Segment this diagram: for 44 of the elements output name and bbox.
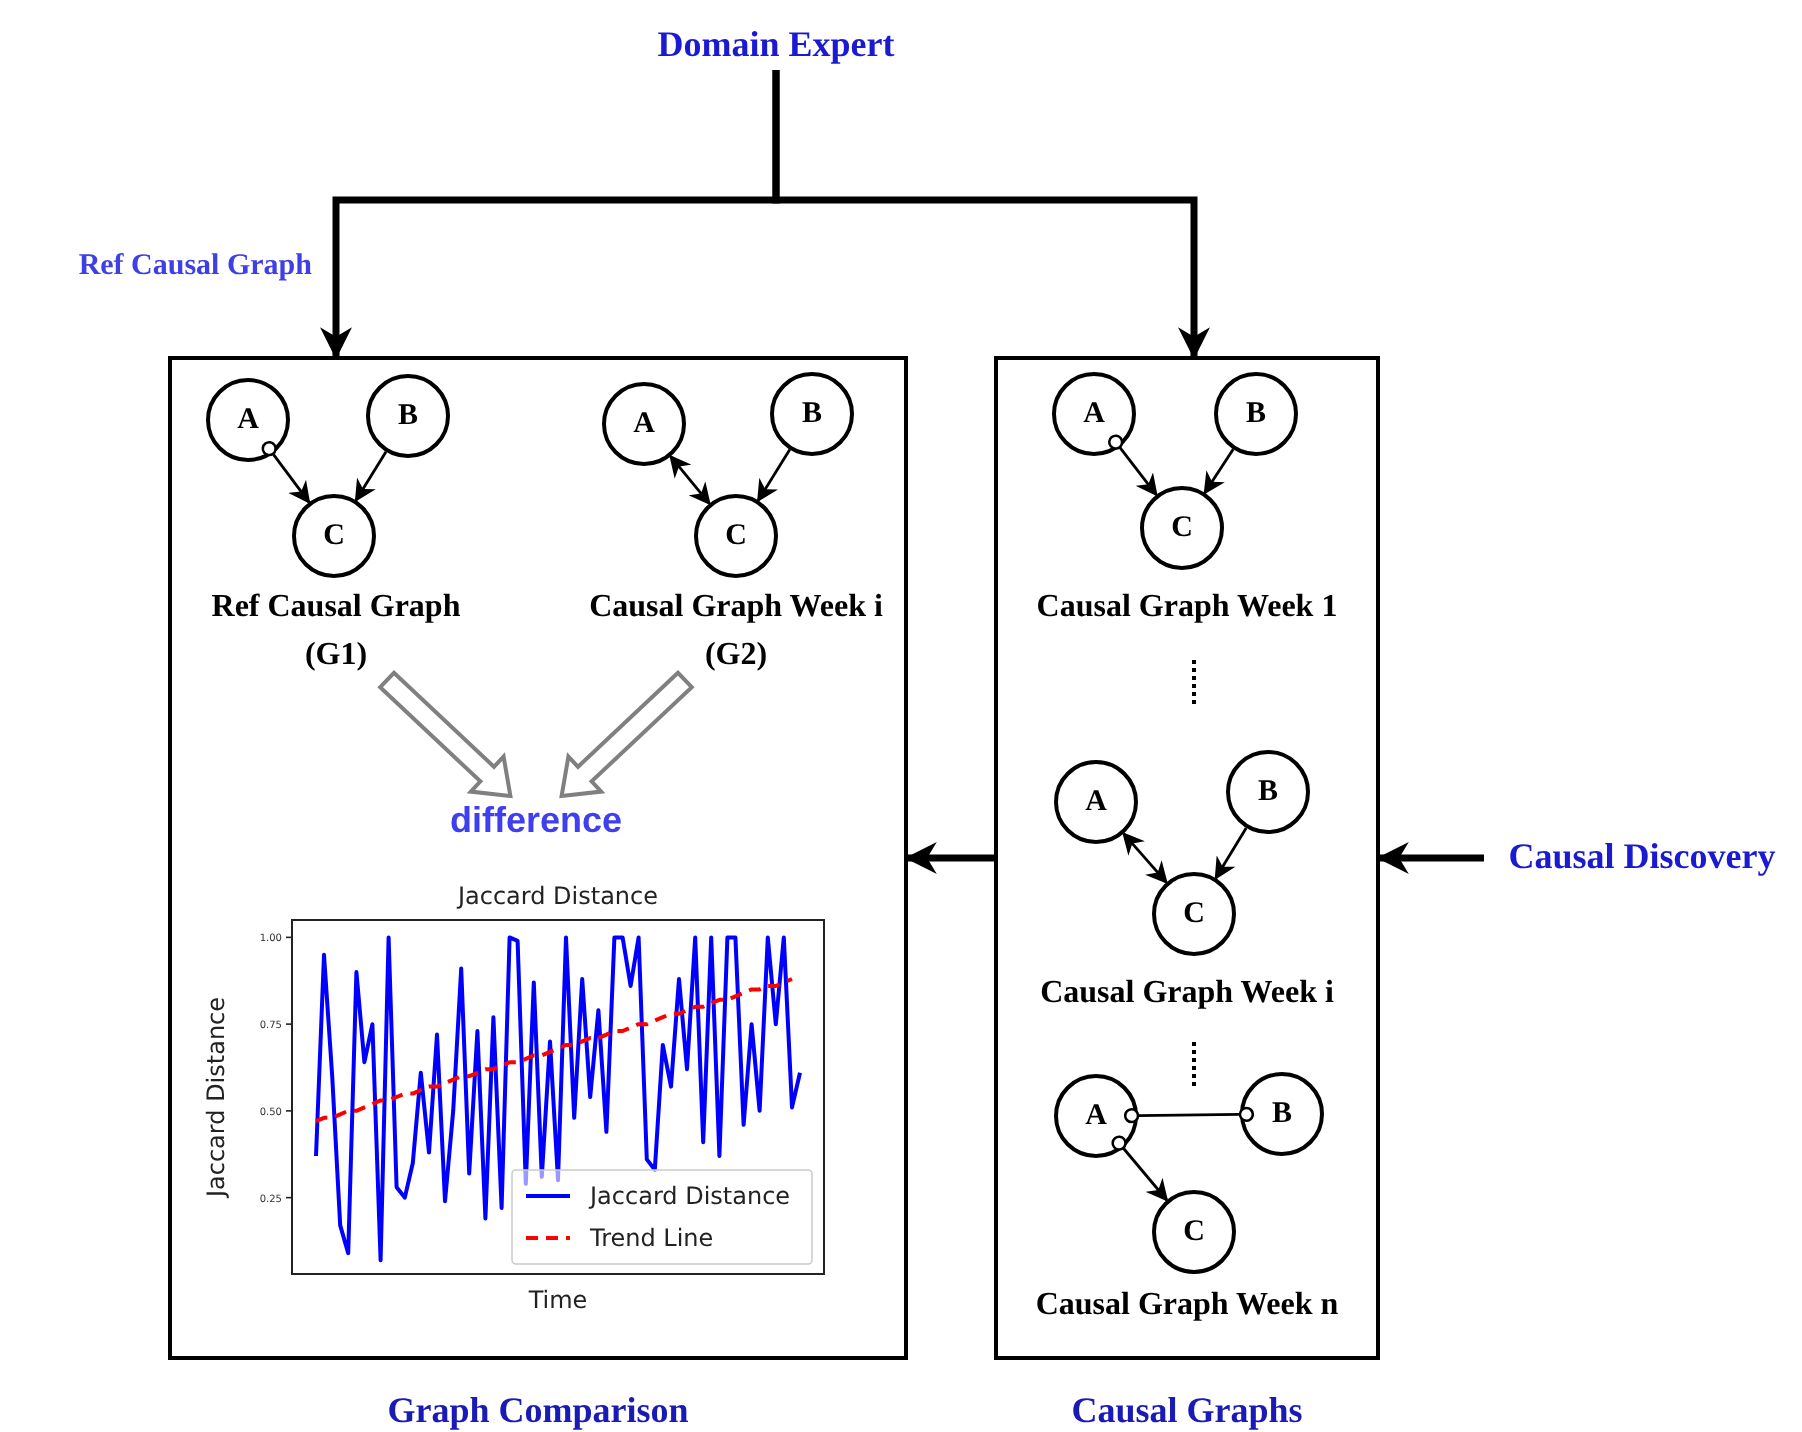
arrow [261,441,311,504]
axis-title: Jaccard Distance [202,996,230,1198]
actor-label: Domain Expert [600,18,952,70]
variable-node: C [1152,1190,1236,1274]
graph-caption: Ref Causal Graph (G1) [186,584,486,680]
panel-title: Graph Comparison [385,1390,691,1430]
graph-caption: Causal Graph Week i (G2) [564,584,908,680]
arrow [1122,831,1168,885]
arrow [1203,448,1235,495]
variable-node: A [1054,760,1138,844]
variable-node: C [694,494,778,578]
variable-node: B [1240,1072,1324,1156]
graph-caption: Causal Graph Week n [1000,1282,1374,1330]
arrow [772,70,1210,360]
variable-node: B [1226,750,1310,834]
graph-caption: Causal Graph Week i [1000,970,1374,1018]
arrow [1111,1135,1169,1202]
chart-title: Jaccard Distance [457,882,659,910]
hollow-arrow [377,670,513,799]
variable-node: A [1052,372,1136,456]
variable-node: B [1214,372,1298,456]
arrow [354,451,388,503]
difference-label: difference [436,796,636,844]
arrow [1108,434,1158,497]
variable-node: C [292,494,376,578]
hollow-arrow [559,670,695,799]
panel-title: Causal Graphs [1069,1390,1305,1430]
actor-label: Causal Discovery [1484,830,1800,882]
variable-node: C [1140,486,1224,570]
variable-node: A [1054,1074,1138,1158]
arrow [757,448,791,503]
graph-caption: Causal Graph Week 1 [1000,584,1374,632]
arrow [904,842,994,874]
legend-text: Jaccard Distance [590,1182,791,1210]
variable-node: C [1152,872,1236,956]
arrow [1376,842,1484,874]
axis-title: Time [528,1286,588,1314]
variable-node: A [206,378,290,462]
variable-node: B [770,372,854,456]
variable-node: A [602,382,686,466]
arrow [669,454,711,506]
variable-node: B [366,374,450,458]
arrow [1214,827,1248,880]
legend-text: Trend Line [590,1224,714,1252]
